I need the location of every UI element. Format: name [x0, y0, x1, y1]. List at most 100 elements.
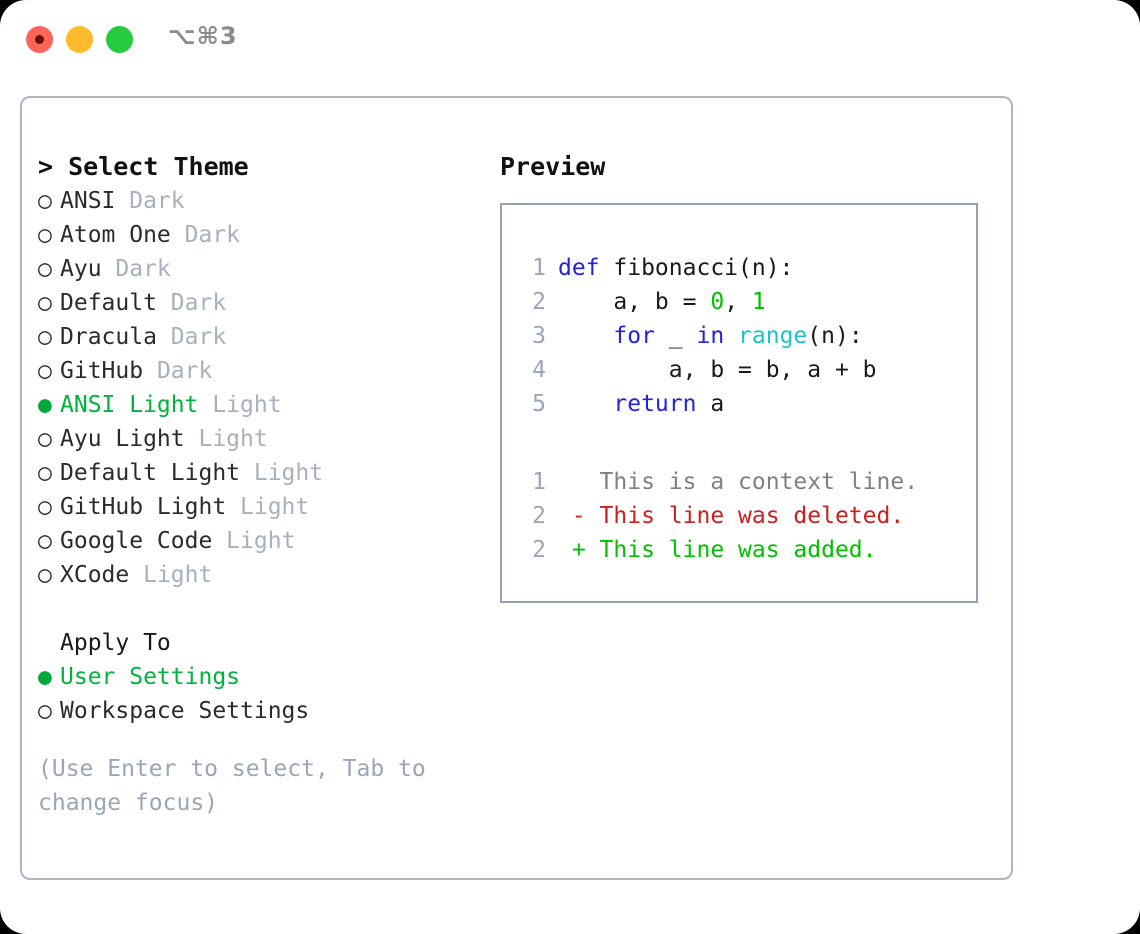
preview-box: 1 def fibonacci(n): 2 a, b = 0, 1 3 for _ i… — [500, 203, 978, 603]
theme-option-default-light[interactable]: ○Default Light Light — [38, 456, 508, 490]
theme-option-ayu-light[interactable]: ○ Ayu Light Light — [38, 422, 508, 456]
radio-unselected-icon[interactable]: ○ — [38, 494, 52, 520]
code-token: a, b = — [558, 289, 711, 315]
theme-option-ansi-light[interactable]: ● ANSI Light Light — [38, 388, 508, 422]
apply-to-option-user-settings[interactable]: ● User Settings — [38, 660, 508, 694]
main-panel: > Select Theme ○ANSI Dark○Atom One Dark○… — [20, 96, 1013, 880]
theme-option-dracula[interactable]: ○ Dracula Dark — [38, 320, 508, 354]
radio-unselected-icon[interactable]: ○ — [38, 460, 52, 486]
code-token: return — [613, 391, 697, 417]
code-token: fibonacci(n): — [599, 255, 794, 281]
theme-variant-badge: Light — [184, 426, 268, 452]
code-sample: 1 def fibonacci(n): 2 a, b = 0, 1 3 for _ i… — [520, 251, 918, 567]
theme-option-label: Default Light — [60, 460, 241, 486]
radio-unselected-icon[interactable]: ○ — [38, 358, 52, 384]
code-token: a, b = b, a + b — [558, 357, 877, 383]
theme-option-label: Google Code — [60, 528, 213, 554]
theme-variant-badge: Light — [129, 562, 213, 588]
diff-marker: + — [558, 537, 586, 563]
theme-variant-badge: Dark — [170, 222, 241, 248]
code-token: (n): — [807, 323, 863, 349]
preview-heading: Preview — [500, 152, 606, 181]
theme-variant-badge: Dark — [156, 290, 227, 316]
diff-line-add: 2 + This line was added. — [520, 533, 918, 567]
code-line-number: 5 — [532, 391, 546, 417]
code-token: 0 — [710, 289, 725, 315]
theme-variant-badge: Light — [212, 528, 296, 554]
diff-line-text: This line was deleted. — [585, 503, 905, 529]
theme-option-label: ANSI — [60, 188, 116, 214]
radio-unselected-icon[interactable]: ○ — [38, 290, 52, 316]
minimize-button[interactable] — [66, 26, 93, 53]
radio-unselected-icon[interactable]: ○ — [38, 528, 52, 554]
diff-line-text: This is a context line. — [585, 469, 919, 495]
theme-list[interactable]: ○ANSI Dark○Atom One Dark○Ayu Dark○Defaul… — [38, 184, 508, 592]
theme-option-github-light[interactable]: ○ GitHub Light Light — [38, 490, 508, 524]
radio-unselected-icon[interactable]: ○ — [38, 222, 52, 248]
code-line-number: 1 — [532, 255, 546, 281]
code-line: 1 def fibonacci(n): — [520, 251, 918, 285]
radio-selected-icon[interactable]: ● — [38, 664, 52, 690]
radio-unselected-icon[interactable]: ○ — [38, 256, 52, 282]
code-line-number: 4 — [532, 357, 546, 383]
code-token: for — [613, 323, 655, 349]
apply-to-option-label: User Settings — [60, 664, 241, 690]
theme-picker-column: > Select Theme ○ANSI Dark○Atom One Dark○… — [38, 150, 508, 820]
code-line: 4 a, b = b, a + b — [520, 353, 918, 387]
theme-variant-badge: Light — [198, 392, 282, 418]
theme-option-default[interactable]: ○Default Dark — [38, 286, 508, 320]
diff-marker — [558, 469, 586, 495]
preview-column: Preview — [500, 150, 1000, 184]
theme-variant-badge: Light — [226, 494, 310, 520]
theme-option-label: GitHub — [60, 358, 144, 384]
radio-unselected-icon[interactable]: ○ — [38, 188, 52, 214]
code-token — [724, 323, 738, 349]
code-token: _ — [654, 323, 697, 349]
select-theme-heading: > Select Theme — [38, 152, 249, 181]
diff-line-text: This line was added. — [585, 537, 877, 563]
apply-to-heading: Apply To — [60, 630, 171, 656]
theme-option-atom-one[interactable]: ○ Atom One Dark — [38, 218, 508, 252]
code-token: , — [724, 289, 752, 315]
diff-line-ctx: 1 This is a context line. — [520, 465, 918, 499]
theme-option-ansi[interactable]: ○ ANSI Dark — [38, 184, 508, 218]
theme-variant-badge: Dark — [143, 358, 213, 384]
zoom-button[interactable] — [106, 26, 133, 53]
code-line-number: 2 — [532, 289, 546, 315]
radio-unselected-icon[interactable]: ○ — [38, 426, 52, 452]
theme-option-label: Atom One — [60, 222, 171, 248]
radio-unselected-icon[interactable]: ○ — [38, 562, 52, 588]
code-token — [558, 323, 613, 349]
theme-option-label: Ayu Light — [60, 426, 185, 452]
code-token: range — [738, 323, 808, 349]
radio-selected-icon[interactable]: ● — [38, 392, 52, 418]
theme-option-label: ANSI Light — [60, 392, 199, 418]
theme-variant-badge: Dark — [156, 324, 227, 350]
radio-unselected-icon[interactable]: ○ — [38, 698, 52, 724]
theme-option-label: GitHub Light — [60, 494, 227, 520]
theme-option-google-code[interactable]: ○ Google Code Light — [38, 524, 508, 558]
theme-option-label: Ayu — [60, 256, 102, 282]
title-bar: ⌥⌘3 — [0, 0, 1140, 78]
keyboard-shortcut-label: ⌥⌘3 — [168, 22, 238, 50]
diff-line-number: 2 — [532, 537, 546, 563]
theme-option-label: Dracula — [60, 324, 157, 350]
theme-variant-badge: Dark — [115, 188, 185, 214]
section-gap — [38, 592, 508, 626]
theme-option-ayu[interactable]: ○Ayu Dark — [38, 252, 508, 286]
code-token — [558, 391, 613, 417]
recording-indicator-icon — [35, 35, 44, 44]
diff-line-number: 1 — [532, 469, 546, 495]
apply-to-option-workspace-settings[interactable]: ○Workspace Settings — [38, 694, 508, 728]
diff-line-del: 2 - This line was deleted. — [520, 499, 918, 533]
code-line: 3 for _ in range(n): — [520, 319, 918, 353]
code-token: in — [696, 323, 725, 349]
radio-unselected-icon[interactable]: ○ — [38, 324, 52, 350]
apply-to-list[interactable]: ● User Settings ○Workspace Settings — [38, 660, 508, 728]
theme-option-xcode[interactable]: ○XCode Light — [38, 558, 508, 592]
code-diff-separator — [520, 421, 918, 465]
diff-marker: - — [558, 503, 586, 529]
code-token: def — [558, 255, 600, 281]
theme-option-github[interactable]: ○ GitHub Dark — [38, 354, 508, 388]
